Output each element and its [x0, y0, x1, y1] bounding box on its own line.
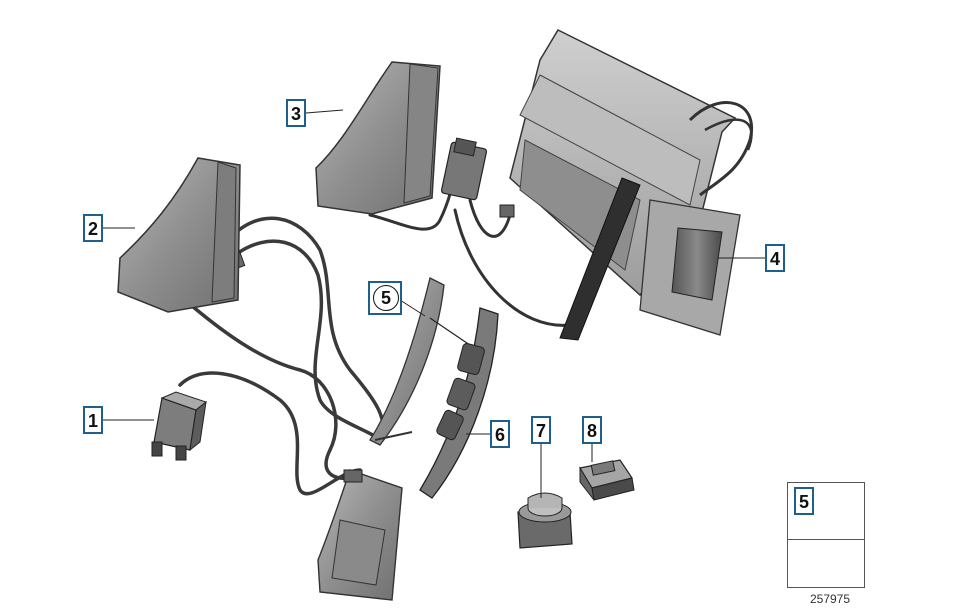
callout-part-6: 6	[490, 420, 510, 448]
callout-part-2: 2	[83, 214, 103, 242]
callout-part-8: 8	[582, 416, 602, 444]
part-8-switch-button	[579, 459, 635, 501]
callout-part-1: 1	[83, 406, 103, 434]
part-4-backrest-plate	[509, 29, 753, 341]
callout-part-5-ring: 5	[373, 285, 399, 311]
callout-part-7: 7	[531, 416, 551, 444]
legend-box: 5	[787, 482, 865, 588]
callout-part-4: 4	[765, 244, 785, 272]
legend-part-number: 5	[794, 487, 814, 515]
part-3-upper-trim	[315, 61, 441, 215]
lower-pocket-trim	[317, 469, 403, 601]
part-6-switch-panel	[419, 307, 499, 499]
part-2-side-trim	[117, 157, 241, 313]
part-5-trim-strip	[369, 277, 445, 446]
leader-lines	[103, 109, 765, 498]
catalog-number: 257975	[809, 592, 851, 606]
legend-divider	[788, 539, 864, 540]
part-1-control-module	[151, 391, 208, 461]
wiring-harness	[178, 216, 385, 496]
callout-part-5: 5	[368, 281, 402, 315]
callout-part-3: 3	[286, 99, 306, 127]
upper-connector	[440, 137, 515, 218]
part-7-rotary-knob	[517, 492, 573, 549]
